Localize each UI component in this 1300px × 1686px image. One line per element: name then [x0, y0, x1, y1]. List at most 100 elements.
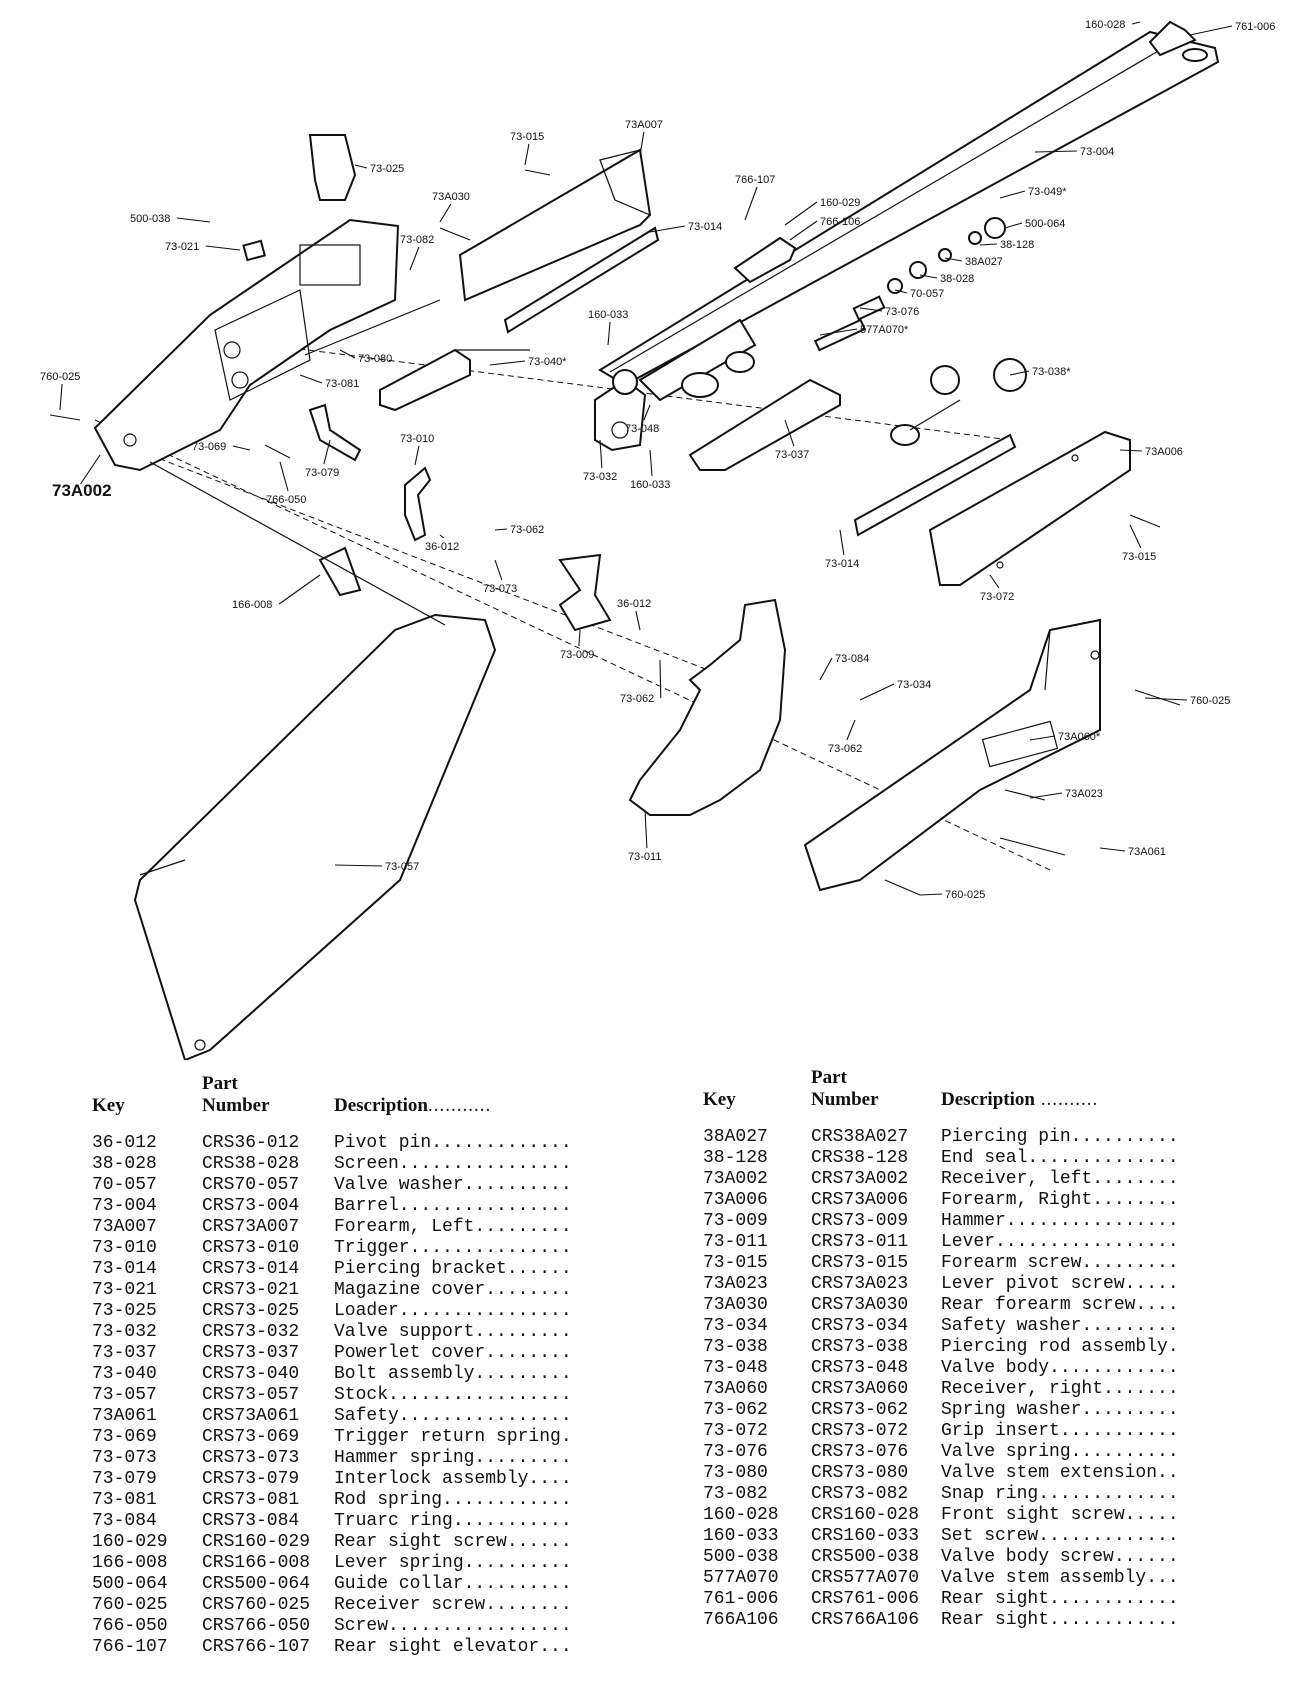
description-cell: Safety washer......... [941, 1316, 1179, 1336]
part-number-cell: CRS160-033 [811, 1526, 920, 1546]
callout-label: 73-062 [620, 693, 654, 705]
header-description-text-right: Description [941, 1089, 1035, 1110]
callout-label: 38-128 [1000, 239, 1034, 251]
key-cell: 73-009 [703, 1211, 768, 1231]
callout-label: 160-033 [630, 479, 670, 491]
leader-line [839, 529, 845, 556]
description-cell: Piercing rod assembly. [941, 1337, 1179, 1357]
leader-line [59, 383, 63, 411]
callout-label: 73A006 [1145, 446, 1183, 458]
callout-label: 73-069 [192, 441, 226, 453]
description-cell: Rear sight elevator... [334, 1637, 572, 1657]
description-cell: Receiver screw........ [334, 1595, 572, 1615]
leader-line [1129, 524, 1142, 549]
description-cell: Trigger return spring. [334, 1427, 572, 1447]
key-cell: 73-014 [92, 1259, 157, 1279]
leader-line [744, 186, 758, 221]
key-cell: 36-012 [92, 1133, 157, 1153]
header-part-line2-right: Number [811, 1089, 879, 1110]
part-number-cell: CRS73-072 [811, 1421, 909, 1441]
callout-label: 73-032 [583, 471, 617, 483]
description-cell: Receiver, right....... [941, 1379, 1179, 1399]
callout-label: 73-072 [980, 591, 1014, 603]
key-cell: 766A106 [703, 1610, 779, 1630]
callout-label: 73A030 [432, 191, 470, 203]
callout-label: 38-028 [940, 273, 974, 285]
description-cell: Rod spring............ [334, 1490, 572, 1510]
part-number-cell: CRS70-057 [202, 1175, 300, 1195]
part-number-cell: CRS73A023 [811, 1274, 909, 1294]
callout-label: 73-073 [483, 583, 517, 595]
description-cell: Snap ring............. [941, 1484, 1179, 1504]
leader-line [599, 439, 603, 469]
leader-line [299, 374, 323, 384]
key-cell: 73-073 [92, 1448, 157, 1468]
leader-line [635, 610, 641, 631]
key-cell: 73-076 [703, 1442, 768, 1462]
leader-line [409, 246, 420, 271]
description-cell: Rear sight............ [941, 1589, 1179, 1609]
leader-line [524, 143, 530, 166]
leader-line [578, 629, 581, 647]
part-number-cell: CRS73-037 [202, 1343, 300, 1363]
part-number-cell: CRS73A007 [202, 1217, 300, 1237]
leader-line [1034, 150, 1078, 153]
description-cell: Interlock assembly.... [334, 1469, 572, 1489]
header-key: Key [92, 1095, 125, 1116]
callout-label: 73-080 [358, 353, 392, 365]
callout-label: 73A061 [1128, 846, 1166, 858]
part-number-cell: CRS38A027 [811, 1127, 909, 1147]
leader-line [919, 893, 943, 896]
hammer [558, 553, 612, 632]
key-cell: 766-107 [92, 1637, 168, 1657]
part-number-cell: CRS36-012 [202, 1133, 300, 1153]
stock [133, 613, 497, 1060]
header-key-right: Key [703, 1089, 736, 1110]
key-cell: 766-050 [92, 1616, 168, 1636]
callout-label: 500-038 [130, 213, 170, 225]
leader-line [607, 321, 611, 346]
leader-line [784, 419, 795, 447]
valve-support [594, 369, 647, 452]
leader-line [649, 225, 686, 233]
description-cell: Valve washer.......... [334, 1175, 572, 1195]
description-cell: Forearm, Right........ [941, 1190, 1179, 1210]
description-cell: Lever................. [941, 1232, 1179, 1252]
leader-line [846, 719, 856, 741]
description-cell: Valve stem assembly... [941, 1568, 1179, 1588]
part-number-cell: CRS73A060 [811, 1379, 909, 1399]
callout-label: 73-049* [1028, 186, 1067, 198]
key-cell: 73-069 [92, 1427, 157, 1447]
leader-line [414, 445, 420, 466]
leader-line [279, 461, 289, 492]
part-number-cell: CRS766A106 [811, 1610, 920, 1630]
description-cell: Valve body............ [941, 1358, 1179, 1378]
header-description-text: Description [334, 1095, 428, 1116]
description-cell: Truarc ring........... [334, 1511, 572, 1531]
callout-label: 73-048 [625, 423, 659, 435]
leader-line [334, 864, 383, 867]
callout-label: 73-057 [385, 861, 419, 873]
callout-label: 766-107 [735, 174, 775, 186]
callout-label: 73-014 [688, 221, 722, 233]
callout-label: 160-029 [820, 197, 860, 209]
description-cell: Stock................. [334, 1385, 572, 1405]
description-cell: Bolt assembly......... [334, 1364, 572, 1384]
part-number-cell: CRS577A070 [811, 1568, 920, 1588]
leader-line [494, 559, 503, 581]
description-cell: Loader................ [334, 1301, 572, 1321]
